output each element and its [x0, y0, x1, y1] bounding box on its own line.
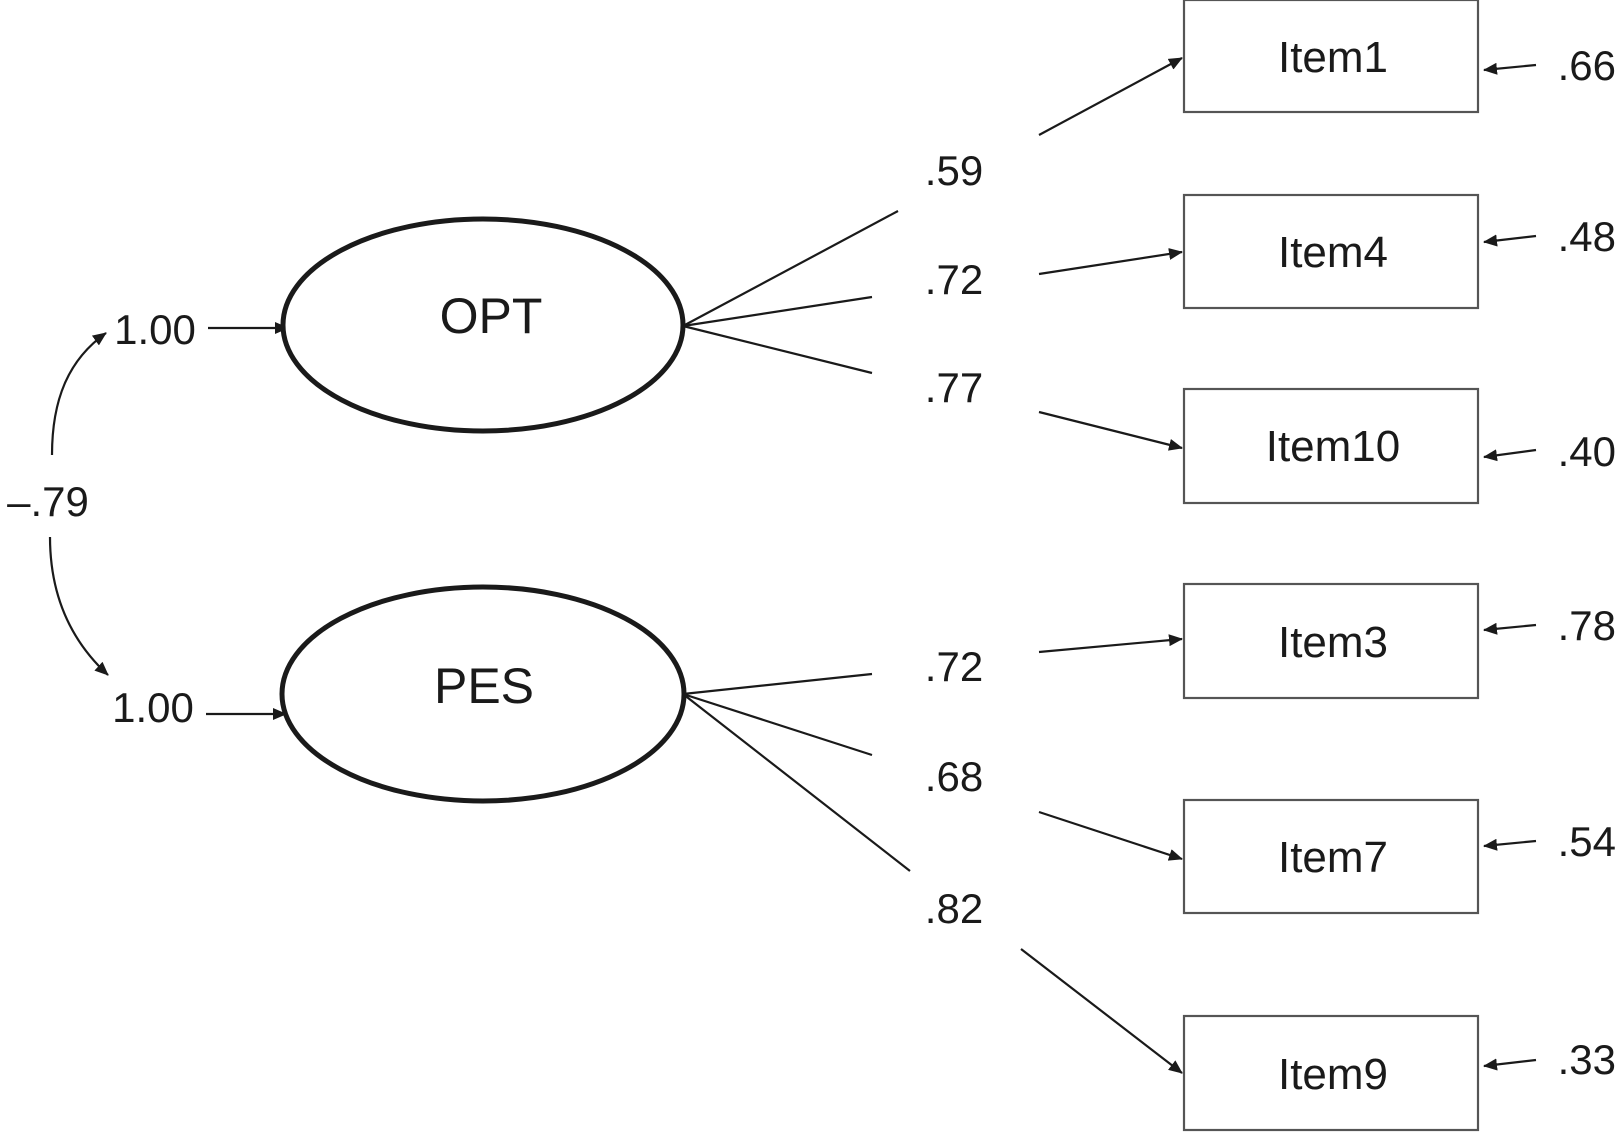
item9-label: Item9 [1278, 1050, 1388, 1099]
pes-item9-path-b [1020, 948, 1183, 1074]
loading-item3: .72 [925, 643, 983, 690]
item1-box [1182, 0, 1480, 114]
pes-item3-path-b [1038, 634, 1183, 654]
item3-box [1182, 582, 1480, 700]
error-item10: .40 [1558, 428, 1616, 475]
error-item7: .54 [1558, 818, 1616, 865]
opt-item10-path-b [1038, 410, 1183, 451]
error-item3: .78 [1558, 602, 1616, 649]
item10-box [1182, 387, 1480, 505]
loading-item10: .77 [925, 364, 983, 411]
error-item4: .48 [1558, 213, 1616, 260]
error-arrow-item1 [1483, 62, 1537, 75]
opt-item10-path-a [682, 324, 873, 375]
loading-item1: .59 [925, 147, 983, 194]
item10-label: Item10 [1266, 422, 1401, 471]
error-arrow-item3 [1483, 622, 1537, 635]
pes-item7-path-b [1038, 810, 1183, 861]
item4-box [1182, 193, 1480, 310]
loading-item4: .72 [925, 256, 983, 303]
opt-item4-path-b [1038, 248, 1183, 276]
factor-opt-label: OPT [440, 288, 543, 344]
pes-variance: 1.00 [112, 684, 194, 731]
error-arrow-item4 [1483, 234, 1537, 247]
opt-variance: 1.00 [114, 306, 196, 353]
item3-label: Item3 [1278, 618, 1388, 667]
loading-item9: .82 [925, 885, 983, 932]
opt-item4-path-a [682, 295, 873, 328]
error-arrow-item9 [1483, 1058, 1537, 1071]
error-arrow-item7 [1483, 838, 1537, 851]
opt-item1-path-b [1038, 57, 1183, 136]
item4-label: Item4 [1278, 228, 1388, 277]
opt-item1-path-a [682, 210, 899, 327]
pes-item9-path-a [682, 693, 911, 872]
pes-item3-path-a [682, 672, 873, 696]
item9-box [1182, 1014, 1480, 1132]
loading-item7: .68 [925, 753, 983, 800]
correlation-arrow-lower [48, 536, 109, 676]
item7-label: Item7 [1278, 833, 1388, 882]
error-arrow-item10 [1483, 448, 1537, 462]
pes-item7-path-a [682, 692, 873, 757]
correlation-value: –.79 [7, 478, 89, 525]
error-item1: .66 [1558, 42, 1616, 89]
item1-label: Item1 [1278, 33, 1388, 82]
factor-pes-label: PES [434, 658, 534, 714]
item7-box [1182, 798, 1480, 915]
error-item9: .33 [1558, 1036, 1616, 1083]
correlation-arrow-upper [50, 332, 107, 456]
